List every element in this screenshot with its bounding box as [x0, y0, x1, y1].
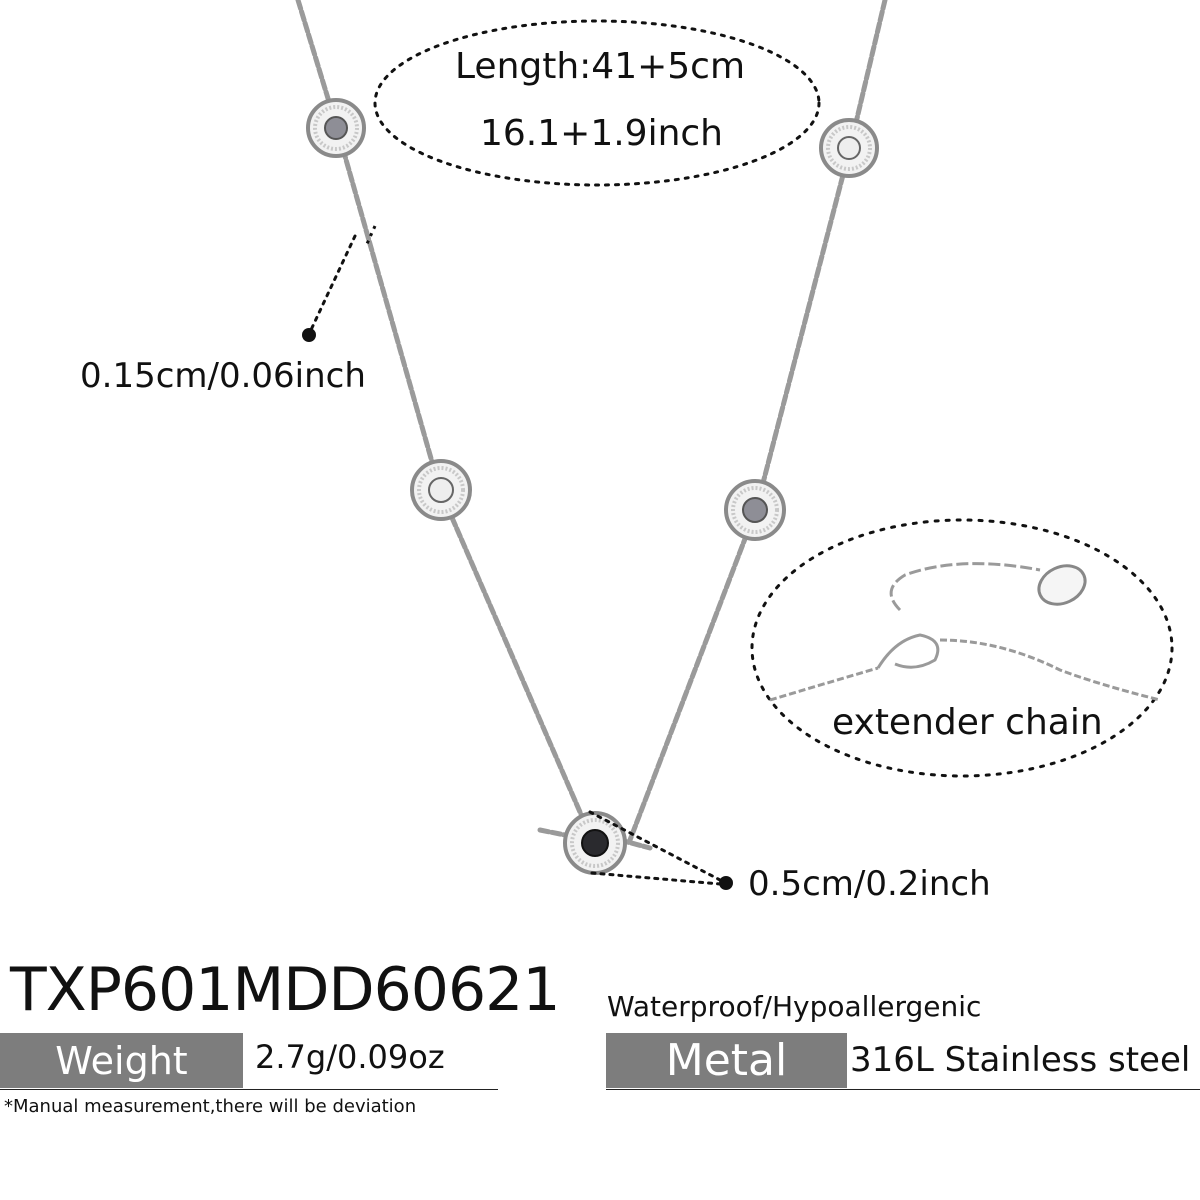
stone-size-callout: [588, 810, 722, 886]
product-features: Waterproof/Hypoallergenic: [607, 990, 982, 1023]
product-sku: TXP601MDD60621: [10, 955, 560, 1025]
pendant-mid-right: [724, 479, 786, 541]
weight-value: 2.7g/0.09oz: [255, 1038, 445, 1076]
pendant-bottom: [563, 811, 627, 875]
metal-value: 316L Stainless steel: [850, 1040, 1191, 1080]
length-inch: 16.1+1.9inch: [480, 113, 723, 154]
chain-width-label: 0.15cm/0.06inch: [80, 356, 366, 396]
extender-chain-drawing: [769, 562, 1161, 702]
metal-divider: [606, 1089, 1200, 1090]
metal-label: Metal: [606, 1033, 847, 1088]
stone-size-label: 0.5cm/0.2inch: [748, 864, 991, 904]
stone-size-dot: [719, 876, 733, 890]
weight-divider: [0, 1089, 498, 1090]
pendant-top-left: [306, 98, 366, 158]
chain-width-callout: [302, 225, 377, 342]
length-cm: Length:41+5cm: [455, 46, 746, 87]
extender-callout-ellipse: [750, 518, 1174, 778]
pendant-mid-left: [410, 459, 472, 521]
weight-label: Weight: [0, 1033, 243, 1088]
extender-chain-label: extender chain: [832, 702, 1103, 743]
measurement-note: *Manual measurement,there will be deviat…: [4, 1096, 417, 1117]
pendant-top-right: [819, 118, 879, 178]
length-callout-ellipse: [373, 19, 821, 187]
